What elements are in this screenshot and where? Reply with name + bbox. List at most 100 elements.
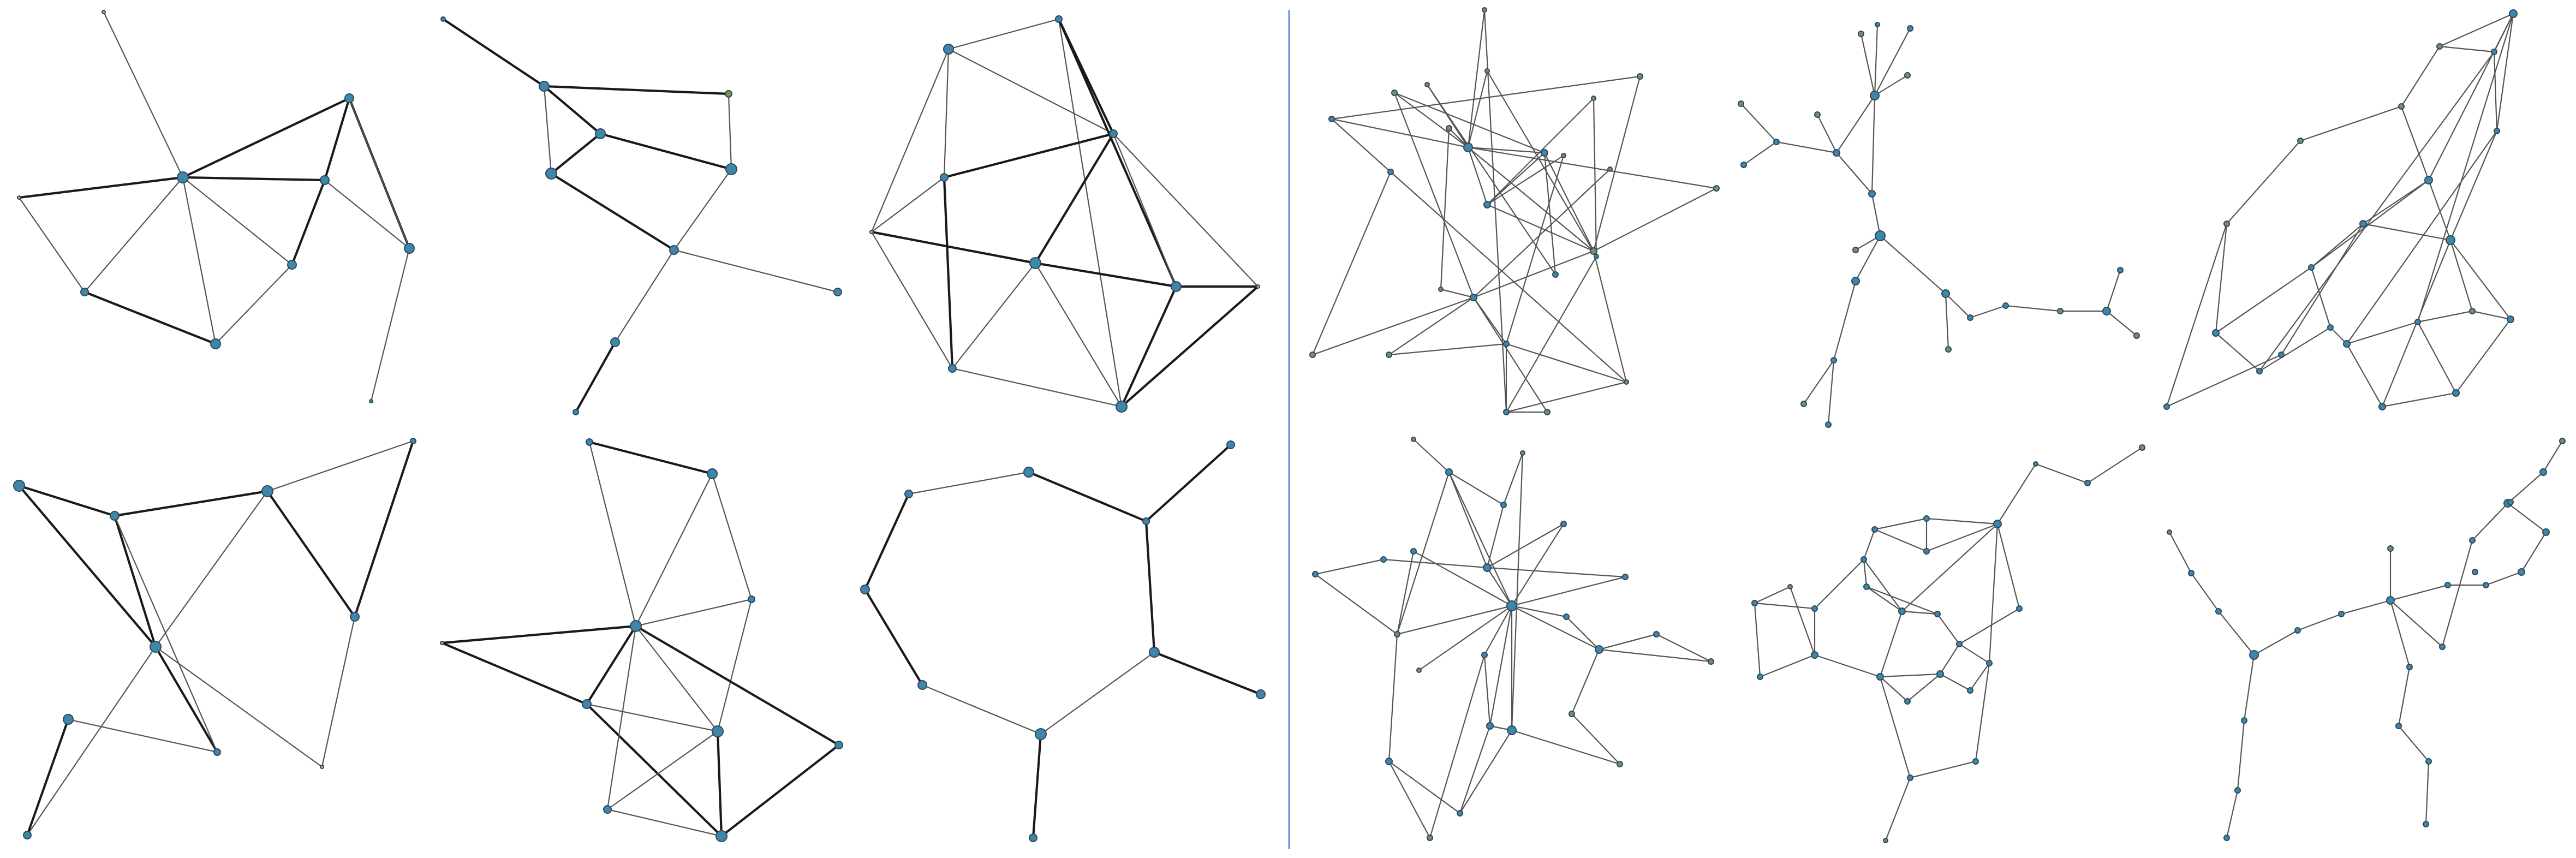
- graph-edge: [1879, 676, 1911, 779]
- graph-edge: [2005, 305, 2061, 312]
- graph-edge: [2425, 760, 2430, 825]
- graph-edge: [1388, 760, 1431, 839]
- graph-edge: [1863, 558, 1868, 588]
- graph-edge: [1467, 146, 1488, 206]
- graph-edge: [550, 132, 602, 175]
- graph-node: [2002, 302, 2009, 309]
- graph-edge: [550, 172, 676, 252]
- graph-node: [1552, 271, 1559, 278]
- graph-node: [1617, 761, 1623, 767]
- graph-node: [1486, 722, 1494, 730]
- graph-node: [2084, 480, 2091, 486]
- graph-edge: [1486, 523, 1565, 569]
- graph-edge: [543, 85, 552, 175]
- graph-node: [1561, 153, 1566, 158]
- graph-edge: [1593, 187, 1718, 252]
- graph-node: [1904, 698, 1911, 705]
- graph-edge: [1034, 262, 1123, 408]
- graph-node: [725, 90, 732, 98]
- graph-node: [748, 595, 755, 603]
- graph-edge: [2215, 332, 2261, 372]
- graph-node: [715, 830, 728, 842]
- graph-node: [1483, 201, 1491, 208]
- graph-node: [1446, 125, 1452, 132]
- graph-node: [630, 620, 642, 632]
- graph-panel-R3: [2163, 9, 2518, 410]
- graph-edge: [2455, 318, 2512, 394]
- graph-edge: [1863, 528, 1876, 561]
- graph-node: [1309, 351, 1316, 358]
- graph-edge: [154, 490, 269, 648]
- graph-node: [1967, 687, 1973, 694]
- graph-edge: [1505, 154, 1565, 345]
- panels-group: [13, 7, 2566, 843]
- graph-node: [725, 163, 737, 175]
- graph-node: [1520, 450, 1525, 456]
- graph-node: [2359, 220, 2367, 228]
- graph-node: [1484, 68, 1490, 74]
- graph-node: [948, 364, 957, 373]
- graph-edge: [1058, 18, 1123, 408]
- graph-edge: [1871, 193, 1881, 237]
- graph-node: [1967, 314, 1973, 321]
- graph-edge: [214, 264, 293, 345]
- graph-edge: [1467, 70, 1488, 148]
- graph-node: [2234, 787, 2241, 794]
- graph-edge: [1511, 576, 1626, 607]
- graph-edge: [1144, 520, 1156, 654]
- graph-edge: [1486, 152, 1546, 206]
- graph-node: [2343, 340, 2351, 348]
- highlighted-node: [440, 641, 444, 645]
- graph-edge: [1467, 146, 1546, 154]
- graph-edge: [1472, 296, 1548, 413]
- graph-edge: [2471, 310, 2512, 320]
- graph-edge: [1331, 75, 1641, 120]
- graph-node: [1830, 357, 1837, 364]
- graph-edge: [114, 515, 218, 753]
- graph-edge: [1879, 610, 1903, 678]
- graph-edge: [18, 196, 86, 293]
- graph-edge: [1388, 760, 1461, 814]
- graph-node: [1972, 758, 1979, 765]
- graph-node: [1653, 631, 1660, 637]
- graph-node: [1751, 600, 1758, 606]
- graph-edge: [947, 18, 1060, 50]
- graph-node: [1622, 574, 1629, 580]
- graph-edge: [1311, 171, 1392, 356]
- graph-edge: [1939, 673, 1971, 692]
- graph-edge: [1874, 23, 1879, 97]
- graph-edge: [599, 132, 733, 171]
- graph-node: [1424, 82, 1430, 87]
- graph-node: [1851, 277, 1860, 285]
- graph-node: [1941, 289, 1950, 298]
- graph-node: [2386, 596, 2395, 605]
- graph-node: [2423, 821, 2429, 827]
- graph-edge: [2346, 321, 2419, 345]
- graph-edge: [1939, 643, 1960, 675]
- graph-node: [210, 338, 221, 349]
- graph-node: [1142, 517, 1150, 525]
- graph-node: [712, 725, 724, 737]
- graph-edge: [2168, 531, 2192, 574]
- graph-edge: [1505, 343, 1627, 383]
- graph-edge: [1925, 517, 1999, 525]
- highlighted-node: [102, 10, 106, 14]
- graph-edge: [2438, 45, 2495, 53]
- graph-node: [2139, 444, 2145, 451]
- graph-node: [2452, 389, 2460, 397]
- graph-edge: [1754, 602, 1816, 610]
- graph-edge: [716, 730, 723, 838]
- graph-node: [1445, 468, 1453, 476]
- graph-edge: [1486, 70, 1597, 258]
- graph-node: [1825, 421, 1832, 428]
- graph-edge: [83, 290, 217, 345]
- graph-edge: [1388, 343, 1507, 356]
- graph-node: [1055, 15, 1063, 23]
- graph-node: [1149, 647, 1160, 658]
- graph-edge: [711, 473, 753, 600]
- graph-edge: [1863, 558, 1903, 612]
- graph-panel-R5: [1751, 444, 2145, 843]
- graph-edge: [1486, 504, 1505, 569]
- graph-edge: [1331, 118, 1469, 148]
- graph-node: [287, 260, 297, 270]
